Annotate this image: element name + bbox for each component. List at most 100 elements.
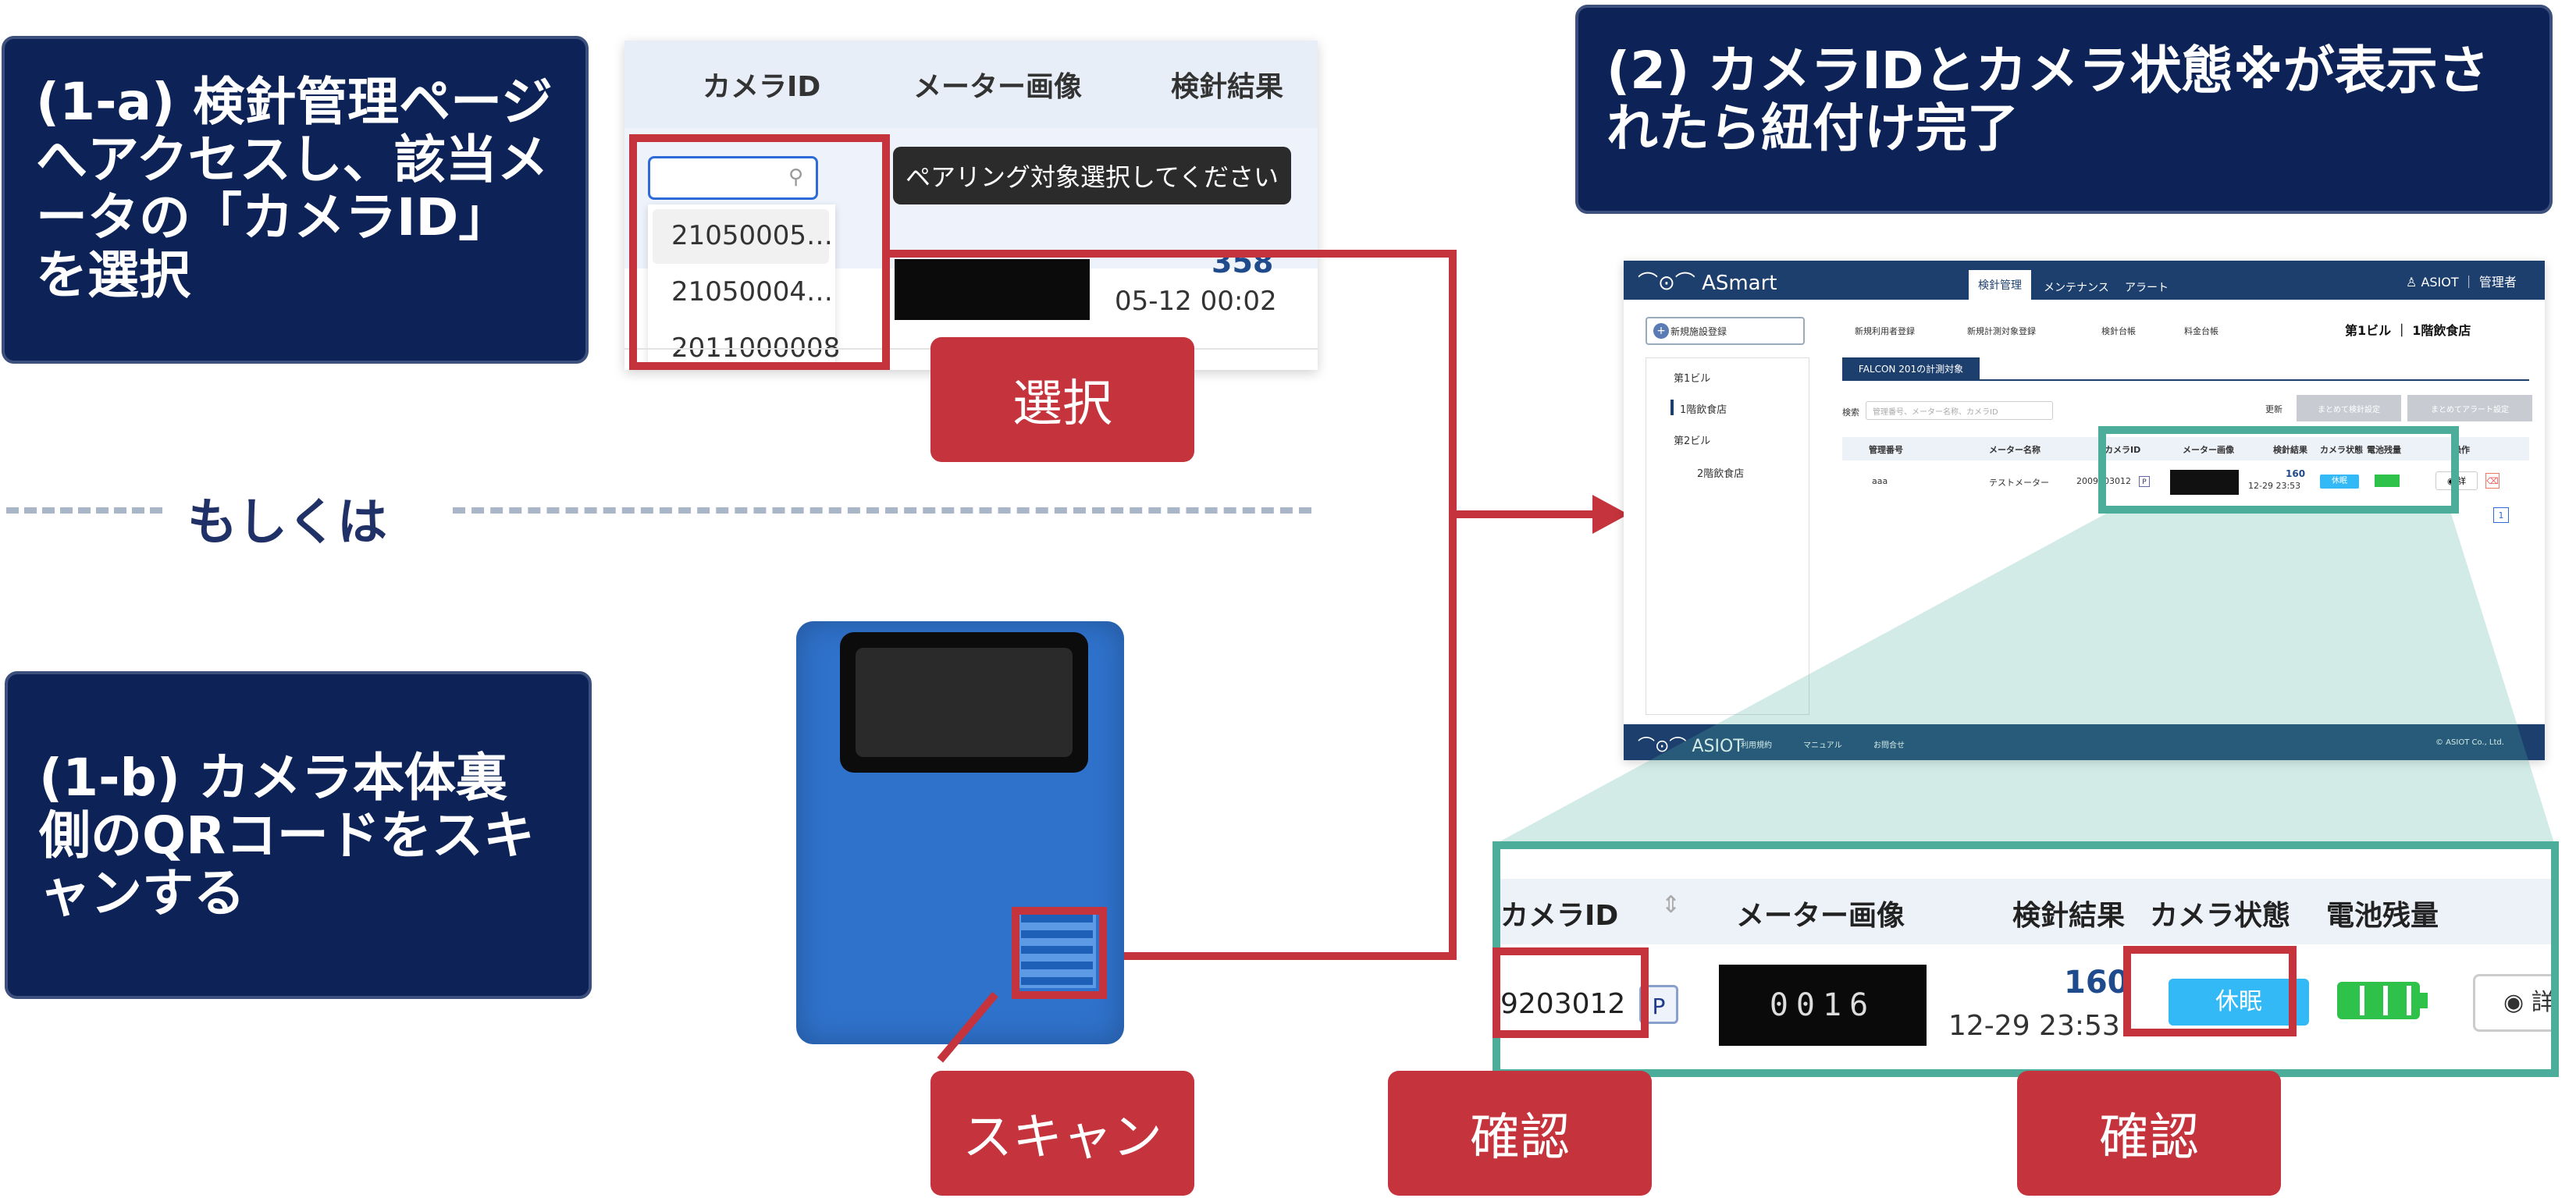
tree-item-floor1[interactable]: 1階飲食店 [1680,404,1727,416]
connector-to-app [1449,510,1602,518]
footer-terms[interactable]: 利用規約 [1741,741,1772,750]
section-tab[interactable]: FALCON 201の計測対象 [1842,357,1980,379]
brand-icon: ⌒⊙⌒ [1638,272,1695,295]
dashed-line-left [6,507,162,514]
connector-from-crop [887,250,1457,258]
tab-meter-management[interactable]: 検針管理 [1969,270,2031,300]
section-underline [1842,379,2529,381]
highlight-app-row-frame [2098,426,2459,514]
footer-manual[interactable]: マニュアル [1803,741,1842,750]
user-icon: ♙ [2406,275,2421,290]
connector-from-device [1124,952,1457,960]
qr-code-icon [1018,910,1096,988]
dashed-line-right [453,507,1311,514]
arrow-head [1592,495,1628,534]
user-menu[interactable]: ♙ ASIOT ｜ 管理者 [2406,272,2517,290]
pagination-current[interactable]: 1 [2493,507,2509,523]
tab-maintenance[interactable]: メンテナンス [2044,282,2109,294]
zoom-detail-button[interactable]: ◉ 詳 [2473,974,2555,1032]
app-row-meter-image [2170,470,2239,495]
plus-icon: + [1653,323,1669,339]
search-label: 検索 [1842,407,1859,418]
step-1a-box: (1-a) 検針管理ページへアクセスし、該当メータの「カメラID」を選択 [2,36,589,364]
zoom-time: 12-29 23:53 [1948,1010,2120,1042]
app-row-battery-icon [2375,475,2400,487]
app-row-status-badge: 休眠 [2320,475,2359,489]
zoom-detail-label: 詳 [2531,989,2555,1016]
zoom-header-bar [1500,879,2551,944]
user-name: ASIOT [2421,275,2459,290]
eye-icon: ◉ [2503,989,2532,1016]
tag-confirm-status: 確認 [2017,1071,2281,1196]
zoom-col-camera: カメラID [1500,900,1619,932]
app-col-result: 検針結果 [2273,445,2307,455]
app-row-delete-icon[interactable]: ⌫ [2485,473,2500,489]
sort-icon: ⇕ [1661,891,1681,919]
search-placeholder: 管理番号、メーター名称、カメラID [1873,408,1998,417]
camera-device [796,621,1124,1044]
app-col-battery: 電池残量 [2367,445,2401,455]
location-title: 第1ビル ｜ 1階飲食店 [2345,323,2471,338]
step-2-text: (2) カメラIDとカメラ状態※が表示されたら紐付け完了 [1606,41,2489,158]
crop1-header-bar [624,41,1318,128]
toolbar-meter-ledger[interactable]: 検針台帳 [2101,326,2136,336]
toolbar-new-user[interactable]: 新規利用者登録 [1855,326,1915,336]
tree-item-building2[interactable]: 第2ビル [1674,435,1711,447]
app-row-mgmt: aaa [1872,476,1888,486]
crop-camera-id-select: カメラID メーター画像 検針結果 ⚲ ペアリング対象選択してください 2105… [624,41,1318,370]
sidebar-panel [1646,357,1809,715]
toolbar-fee-ledger[interactable]: 料金台帳 [2184,326,2218,336]
user-divider: ｜ [2462,275,2479,290]
user-role: 管理者 [2478,275,2517,290]
crop1-dropdown-item-1[interactable]: 21050005… [671,220,834,251]
tag-scan: スキャン [930,1071,1194,1196]
crop1-reading-time: 05-12 00:02 [1115,286,1277,317]
zoom-meter-image: 0016 [1719,965,1927,1046]
app-col-image: メーター画像 [2183,445,2234,455]
tree-item-floor1-marker [1670,400,1674,415]
toolbar-new-target[interactable]: 新規計測対象登録 [1967,326,2036,336]
highlight-camera-id-frame [1493,947,1649,1038]
asmart-app-screenshot: ⌒⊙⌒ ASmart 検針管理 メンテナンス アラート ♙ ASIOT ｜ 管理… [1624,261,2545,760]
highlight-status-frame [2123,946,2297,1036]
app-col-camera: カメラID [2105,445,2141,455]
eye-icon: ◉ [2446,476,2458,486]
app-col-name: メーター名称 [1989,445,2041,455]
footer-copyright: © ASIOT Co., Ltd. [2435,738,2504,747]
bulk-meter-button[interactable]: まとめて検針設定 [2297,395,2401,421]
bulk-alert-button[interactable]: まとめてアラート設定 [2407,395,2532,421]
footer-contact[interactable]: お問合せ [1873,741,1905,750]
app-table-header [1842,437,2529,460]
footer-brand-icon: ⌒⊙⌒ [1638,737,1692,756]
bulk-meter-label: まとめて検針設定 [2318,405,2380,414]
crop1-dropdown-item[interactable] [653,209,829,264]
tab-alert[interactable]: アラート [2125,282,2169,294]
zoom-meter-digits: 0016 [1769,987,1877,1023]
crop1-header-result: 検針結果 [1171,71,1284,103]
step-1b-text: (1-b) カメラ本体裏側のQRコードをスキャンする [39,748,535,923]
brand-logo: ⌒⊙⌒ ASmart [1638,267,1777,296]
highlight-qr-frame [1012,907,1107,999]
new-facility-button[interactable]: 新規施設登録 [1646,317,1805,345]
tree-item-floor2[interactable]: 2階飲食店 [1697,468,1745,480]
bulk-alert-label: まとめてアラート設定 [2431,405,2509,414]
or-label: もしくは [187,494,387,552]
tree-item-building1[interactable]: 第1ビル [1674,373,1711,385]
search-input[interactable]: 管理番号、メーター名称、カメラID [1866,401,2053,420]
app-row-detail-label: 詳 [2457,476,2467,486]
zoom-panel: カメラID ⇕ メーター画像 検針結果 カメラ状態 電池残量 9203012 P… [1493,841,2559,1077]
crop1-camera-id-select-input[interactable] [648,156,818,200]
app-row-p-badge[interactable]: P [2139,476,2150,487]
crop1-dropdown-item-2[interactable]: 21050004… [671,276,834,307]
zoom-col-image: メーター画像 [1736,900,1905,932]
highlight-dropdown-frame [629,134,890,370]
app-col-mgmt: 管理番号 [1869,445,1903,455]
refresh-button[interactable]: 更新 [2265,404,2282,414]
app-footer [1624,724,2545,760]
crop1-header-camera-id: カメラID [703,71,821,103]
footer-brand-name: ASIOT [1692,737,1744,756]
zoom-battery-cap [2420,993,2428,1008]
zoom-col-battery: 電池残量 [2326,900,2439,932]
zoom-col-result: 検針結果 [2012,900,2126,932]
